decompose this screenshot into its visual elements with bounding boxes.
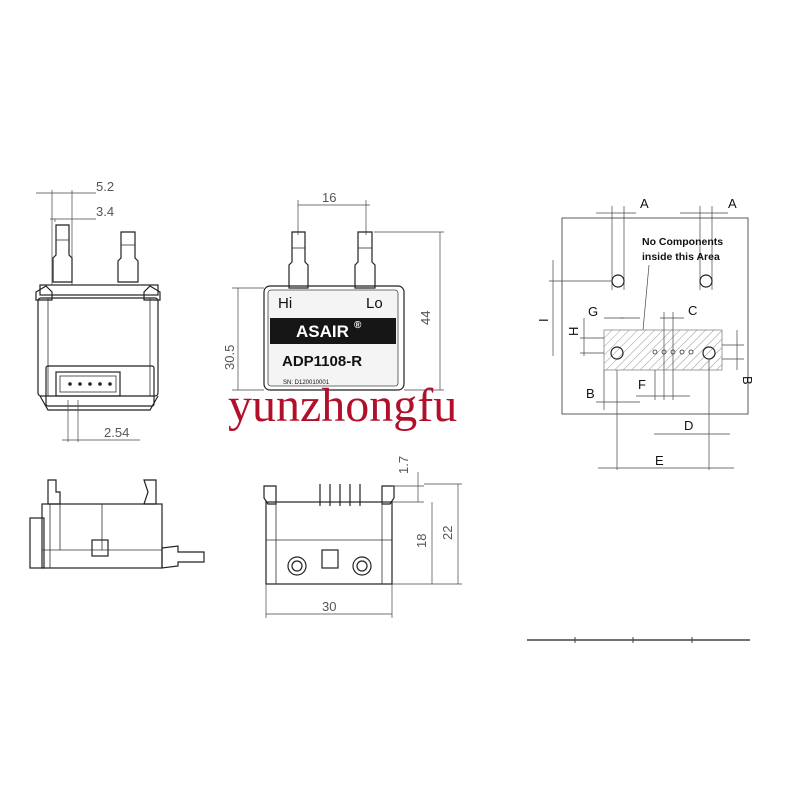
label-hi: Hi: [278, 295, 292, 312]
letter-i: I: [536, 318, 551, 322]
letter-e: E: [655, 453, 664, 468]
dim-front-height: 44: [418, 311, 433, 325]
pcb-outline: [561, 217, 749, 415]
footprint-view: A A No Components inside this Area I H G: [536, 196, 755, 470]
dim-front-width: 16: [322, 190, 336, 205]
letter-g: G: [588, 304, 598, 319]
port-hi-side: [52, 224, 73, 283]
dim-side-outer: 5.2: [96, 179, 114, 194]
bottom-view: 30 1.7 18 22: [263, 456, 462, 618]
port-hi: [288, 231, 309, 289]
note-line1: No Components: [642, 236, 723, 248]
dim-front-body: 30.5: [222, 345, 237, 370]
letter-b1: B: [586, 386, 595, 401]
letter-a1: A: [640, 196, 649, 211]
letter-c: C: [688, 303, 697, 318]
dim-pin: 1.7: [396, 456, 411, 474]
brand-name: ASAIR: [296, 322, 349, 341]
connector: [45, 365, 155, 407]
note-line2: inside this Area: [642, 251, 720, 263]
dim-pitch: 2.54: [104, 425, 129, 440]
letter-d: D: [684, 418, 693, 433]
letter-b2: B: [740, 376, 755, 385]
dim-bottom-width: 30: [322, 599, 336, 614]
profile-view: [29, 479, 205, 569]
side-view: 5.2 3.4 2.54: [35, 179, 161, 442]
bottom-body: [265, 501, 393, 585]
dim-side-inner: 3.4: [96, 204, 114, 219]
port-lo-side: [117, 231, 139, 283]
port-lo: [354, 231, 376, 289]
dim-bottom-body: 18: [414, 534, 429, 548]
dim-bottom-total: 22: [440, 526, 455, 540]
watermark-text: yunzhongfu: [228, 379, 458, 432]
letter-a2: A: [728, 196, 737, 211]
front-view: 16 Hi Lo ASAIR ® ADP1108-R SN: D12001000…: [222, 190, 444, 391]
letter-h: H: [566, 327, 581, 336]
front-body: [263, 285, 405, 391]
scale-line: [527, 637, 750, 643]
brand-mark: ®: [354, 320, 362, 331]
profile-port: [161, 545, 205, 569]
brand-band: [270, 318, 396, 344]
model-number: ADP1108-R: [282, 353, 362, 370]
serial-number: SN: D120010001: [283, 380, 330, 386]
letter-f: F: [638, 377, 646, 392]
label-lo: Lo: [366, 295, 383, 312]
